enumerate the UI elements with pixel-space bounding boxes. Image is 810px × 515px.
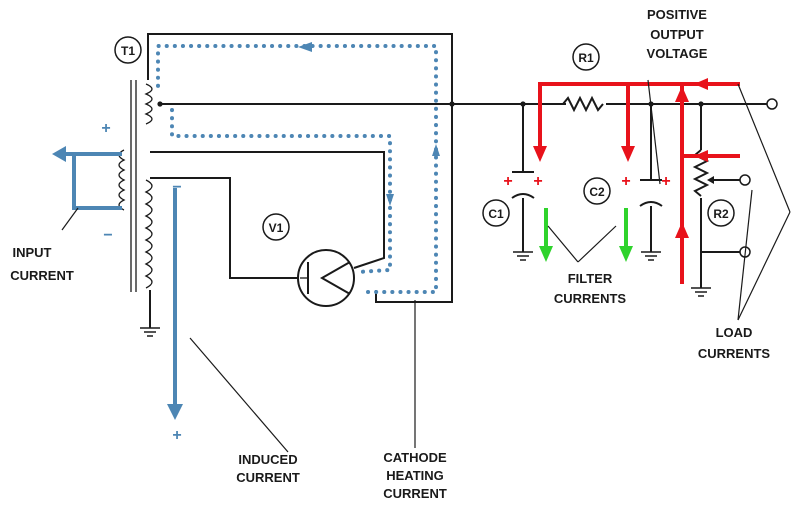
svg-text:HEATING: HEATING bbox=[386, 468, 444, 483]
circuit-wires bbox=[147, 33, 770, 328]
t1-label-circle bbox=[114, 36, 142, 64]
r2-label: R2 bbox=[713, 207, 729, 221]
svg-text:VOLTAGE: VOLTAGE bbox=[647, 46, 708, 61]
t1-label: T1 bbox=[121, 44, 135, 58]
svg-text:LOAD: LOAD bbox=[716, 325, 753, 340]
ground-icon bbox=[641, 251, 661, 261]
r1-label: R1 bbox=[578, 51, 594, 65]
filter-current-paths bbox=[539, 208, 633, 262]
transformer-t1: T1 bbox=[114, 36, 163, 292]
ground-icon bbox=[691, 287, 711, 297]
svg-text:CURRENT: CURRENT bbox=[383, 486, 447, 501]
v1-envelope bbox=[297, 249, 355, 307]
plus-sign: + bbox=[503, 173, 512, 190]
svg-text:OUTPUT: OUTPUT bbox=[650, 27, 704, 42]
terminal-top bbox=[766, 98, 778, 110]
plus-sign: + bbox=[101, 120, 110, 137]
minus-sign: − bbox=[103, 227, 112, 244]
leader-lines bbox=[61, 79, 791, 453]
dc-current-paths bbox=[533, 78, 740, 284]
tube-v1: V1 bbox=[262, 213, 355, 307]
svg-text:CURRENT: CURRENT bbox=[236, 470, 300, 485]
induced-current-path bbox=[167, 188, 183, 420]
induced-current-label: INDUCED CURRENT bbox=[236, 452, 300, 485]
plus-sign: + bbox=[621, 173, 630, 190]
capacitor-c1: C1 bbox=[482, 171, 535, 227]
ground-icon bbox=[140, 327, 160, 337]
input-current-label: INPUT CURRENT bbox=[10, 245, 74, 283]
c1-label: C1 bbox=[488, 207, 504, 221]
svg-text:INDUCED: INDUCED bbox=[238, 452, 297, 467]
svg-text:CURRENT: CURRENT bbox=[10, 268, 74, 283]
c2-label-circle bbox=[583, 177, 611, 205]
plus-sign: + bbox=[533, 173, 542, 190]
svg-text:INPUT: INPUT bbox=[13, 245, 52, 260]
c1-label-circle bbox=[482, 199, 510, 227]
positive-output-voltage-label: POSITIVE OUTPUT VOLTAGE bbox=[647, 7, 708, 61]
junction-dot bbox=[157, 101, 163, 107]
load-currents-label: LOAD CURRENTS bbox=[698, 325, 771, 361]
plus-sign: + bbox=[172, 427, 181, 444]
output-terminals bbox=[739, 98, 778, 258]
capacitor-c2: C2 bbox=[583, 177, 663, 207]
cathode-heating-current-path bbox=[156, 42, 440, 294]
v1-label: V1 bbox=[269, 221, 284, 235]
svg-text:CURRENTS: CURRENTS bbox=[698, 346, 771, 361]
ground-icon bbox=[513, 251, 533, 261]
cathode-heating-current-label: CATHODE HEATING CURRENT bbox=[383, 450, 447, 501]
r1-label-circle bbox=[572, 43, 600, 71]
resistor-r1: R1 bbox=[562, 43, 606, 114]
ground-symbols bbox=[140, 251, 711, 337]
filter-currents-label: FILTER CURRENTS bbox=[554, 271, 627, 306]
svg-text:CURRENTS: CURRENTS bbox=[554, 291, 627, 306]
c2-label: C2 bbox=[589, 185, 605, 199]
terminal-middle bbox=[739, 174, 751, 186]
input-current-path bbox=[52, 146, 122, 210]
minus-sign: − bbox=[172, 179, 181, 196]
plus-sign: + bbox=[661, 173, 670, 190]
svg-text:FILTER: FILTER bbox=[568, 271, 613, 286]
svg-text:CATHODE: CATHODE bbox=[383, 450, 447, 465]
v1-label-circle bbox=[262, 213, 290, 241]
r2-label-circle bbox=[707, 199, 735, 227]
polarity-marks: + − − + + + + + bbox=[101, 120, 670, 444]
svg-text:POSITIVE: POSITIVE bbox=[647, 7, 707, 22]
